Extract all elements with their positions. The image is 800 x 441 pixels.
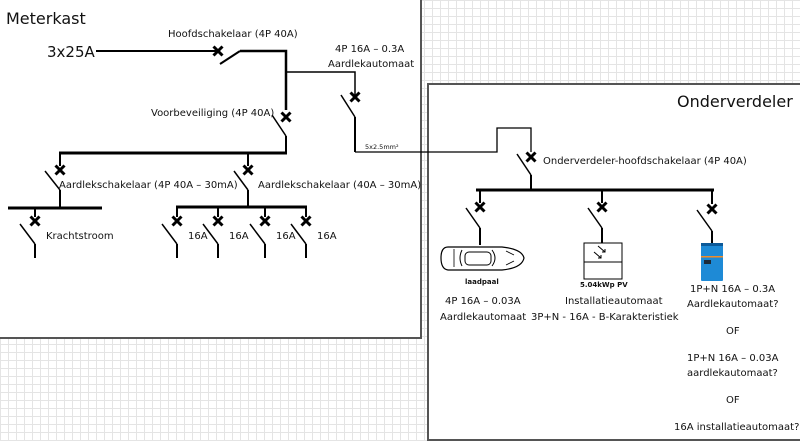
group-breaker-2[interactable]: 16A: [202, 207, 249, 258]
sub-feed-rcbo-label-line1: 4P 16A – 0.3A: [335, 44, 404, 55]
main-switch-label: Hoofdschakelaar (4P 40A): [168, 29, 298, 40]
group-breaker-3[interactable]: 16A: [249, 207, 296, 258]
sub-main-switch-blade[interactable]: [516, 153, 532, 176]
sub-feed-branch-wire: [286, 71, 356, 96]
group-breaker-blade[interactable]: [249, 223, 266, 245]
alternative-or-1: OF: [726, 326, 740, 337]
group-breaker-1[interactable]: 16A: [161, 207, 208, 258]
branch-laadpaal[interactable]: laadpaal 4P 16A – 0.03A Aardlekautomaat: [440, 190, 526, 323]
cable-label: 5x2.5mm²: [365, 143, 399, 151]
solar-panel-icon: [583, 242, 623, 280]
power-group-label: Krachtstroom: [46, 231, 114, 242]
rcd-right-label: Aardlekschakelaar (40A – 30mA): [258, 180, 421, 191]
alternative-1-line1: 1P+N 16A – 0.03A: [687, 353, 779, 364]
group-breaker-mark-icon: [259, 215, 271, 227]
branch-spec-line2: Aardlekautomaat?: [687, 299, 779, 310]
branch-breaker-mark-icon: [706, 203, 718, 215]
group-breaker-blade[interactable]: [290, 223, 307, 245]
pre-protection-mark-icon: [280, 111, 292, 123]
power-group-mark-icon: [29, 215, 41, 227]
supply-label: 3x25A: [47, 43, 96, 61]
group-breaker-label: 16A: [229, 231, 249, 242]
branch-breaker-mark-icon: [596, 201, 608, 213]
branch-inverter[interactable]: 1P+N 16A – 0.3A Aardlekautomaat? OF 1P+N…: [674, 190, 799, 433]
branch-breaker-blade[interactable]: [696, 209, 713, 232]
rcd-right-blade[interactable]: [233, 170, 249, 191]
branch-spec-line1: 4P 16A – 0.03A: [445, 296, 521, 307]
group-breaker-mark-icon: [212, 215, 224, 227]
branch-spec-line1: 1P+N 16A – 0.3A: [690, 284, 775, 295]
branch-spec-line1: Installatieautomaat: [565, 296, 663, 307]
group-breaker-blade[interactable]: [161, 223, 178, 245]
group-breaker-4[interactable]: 16A: [290, 207, 337, 258]
branch-breaker-blade[interactable]: [587, 207, 603, 229]
inverter-icon: [701, 243, 723, 281]
pre-protection-blade[interactable]: [271, 114, 287, 137]
group-breaker-mark-icon: [171, 215, 183, 227]
main-switch-blade[interactable]: [219, 50, 241, 65]
car-icon: [440, 246, 525, 271]
sub-main-switch-label: Onderverdeler-hoofdschakelaar (4P 40A): [543, 156, 747, 167]
cable-to-onderverdeler: [355, 127, 532, 153]
power-group-blade[interactable]: [19, 223, 36, 245]
sub-main-switch-mark-icon: [525, 151, 537, 163]
group-breaker-label: 16A: [276, 231, 296, 242]
pre-protection-label: Voorbeveiliging (4P 40A): [151, 108, 274, 119]
device-label: laadpaal: [465, 278, 499, 286]
branch-spec-line2: 3P+N - 16A - B-Karakteristiek: [531, 312, 679, 323]
sub-feed-rcbo-blade[interactable]: [340, 94, 356, 118]
rcd-left-label: Aardlekschakelaar (4P 40A – 30mA): [59, 180, 238, 191]
branch-breaker-blade[interactable]: [465, 207, 481, 229]
meterkast-title: Meterkast: [6, 9, 86, 28]
alternative-or-2: OF: [726, 395, 740, 406]
branch-pv[interactable]: 5.04kWp PV Installatieautomaat 3P+N - 16…: [531, 190, 679, 323]
rcd-right-mark-icon: [242, 164, 254, 176]
branch-breaker-mark-icon: [474, 201, 486, 213]
alternative-2: 16A installatieautomaat?: [674, 422, 799, 433]
rcd-left-mark-icon: [54, 164, 66, 176]
group-breaker-label: 16A: [188, 231, 208, 242]
alternative-1-line2: aardlekautomaat?: [687, 368, 778, 379]
main-feed-wire: [240, 49, 288, 110]
rcd-left-blade[interactable]: [44, 170, 61, 191]
group-breaker-label: 16A: [317, 231, 337, 242]
device-label: 5.04kWp PV: [580, 281, 628, 289]
meterkast-panel: [0, 0, 422, 339]
onderverdeler-title: Onderverdeler: [677, 92, 793, 111]
group-breaker-mark-icon: [300, 215, 312, 227]
group-breaker-blade[interactable]: [202, 223, 219, 245]
branch-spec-line2: Aardlekautomaat: [440, 312, 526, 323]
sub-feed-rcbo-label-line2: Aardlekautomaat: [328, 59, 414, 70]
